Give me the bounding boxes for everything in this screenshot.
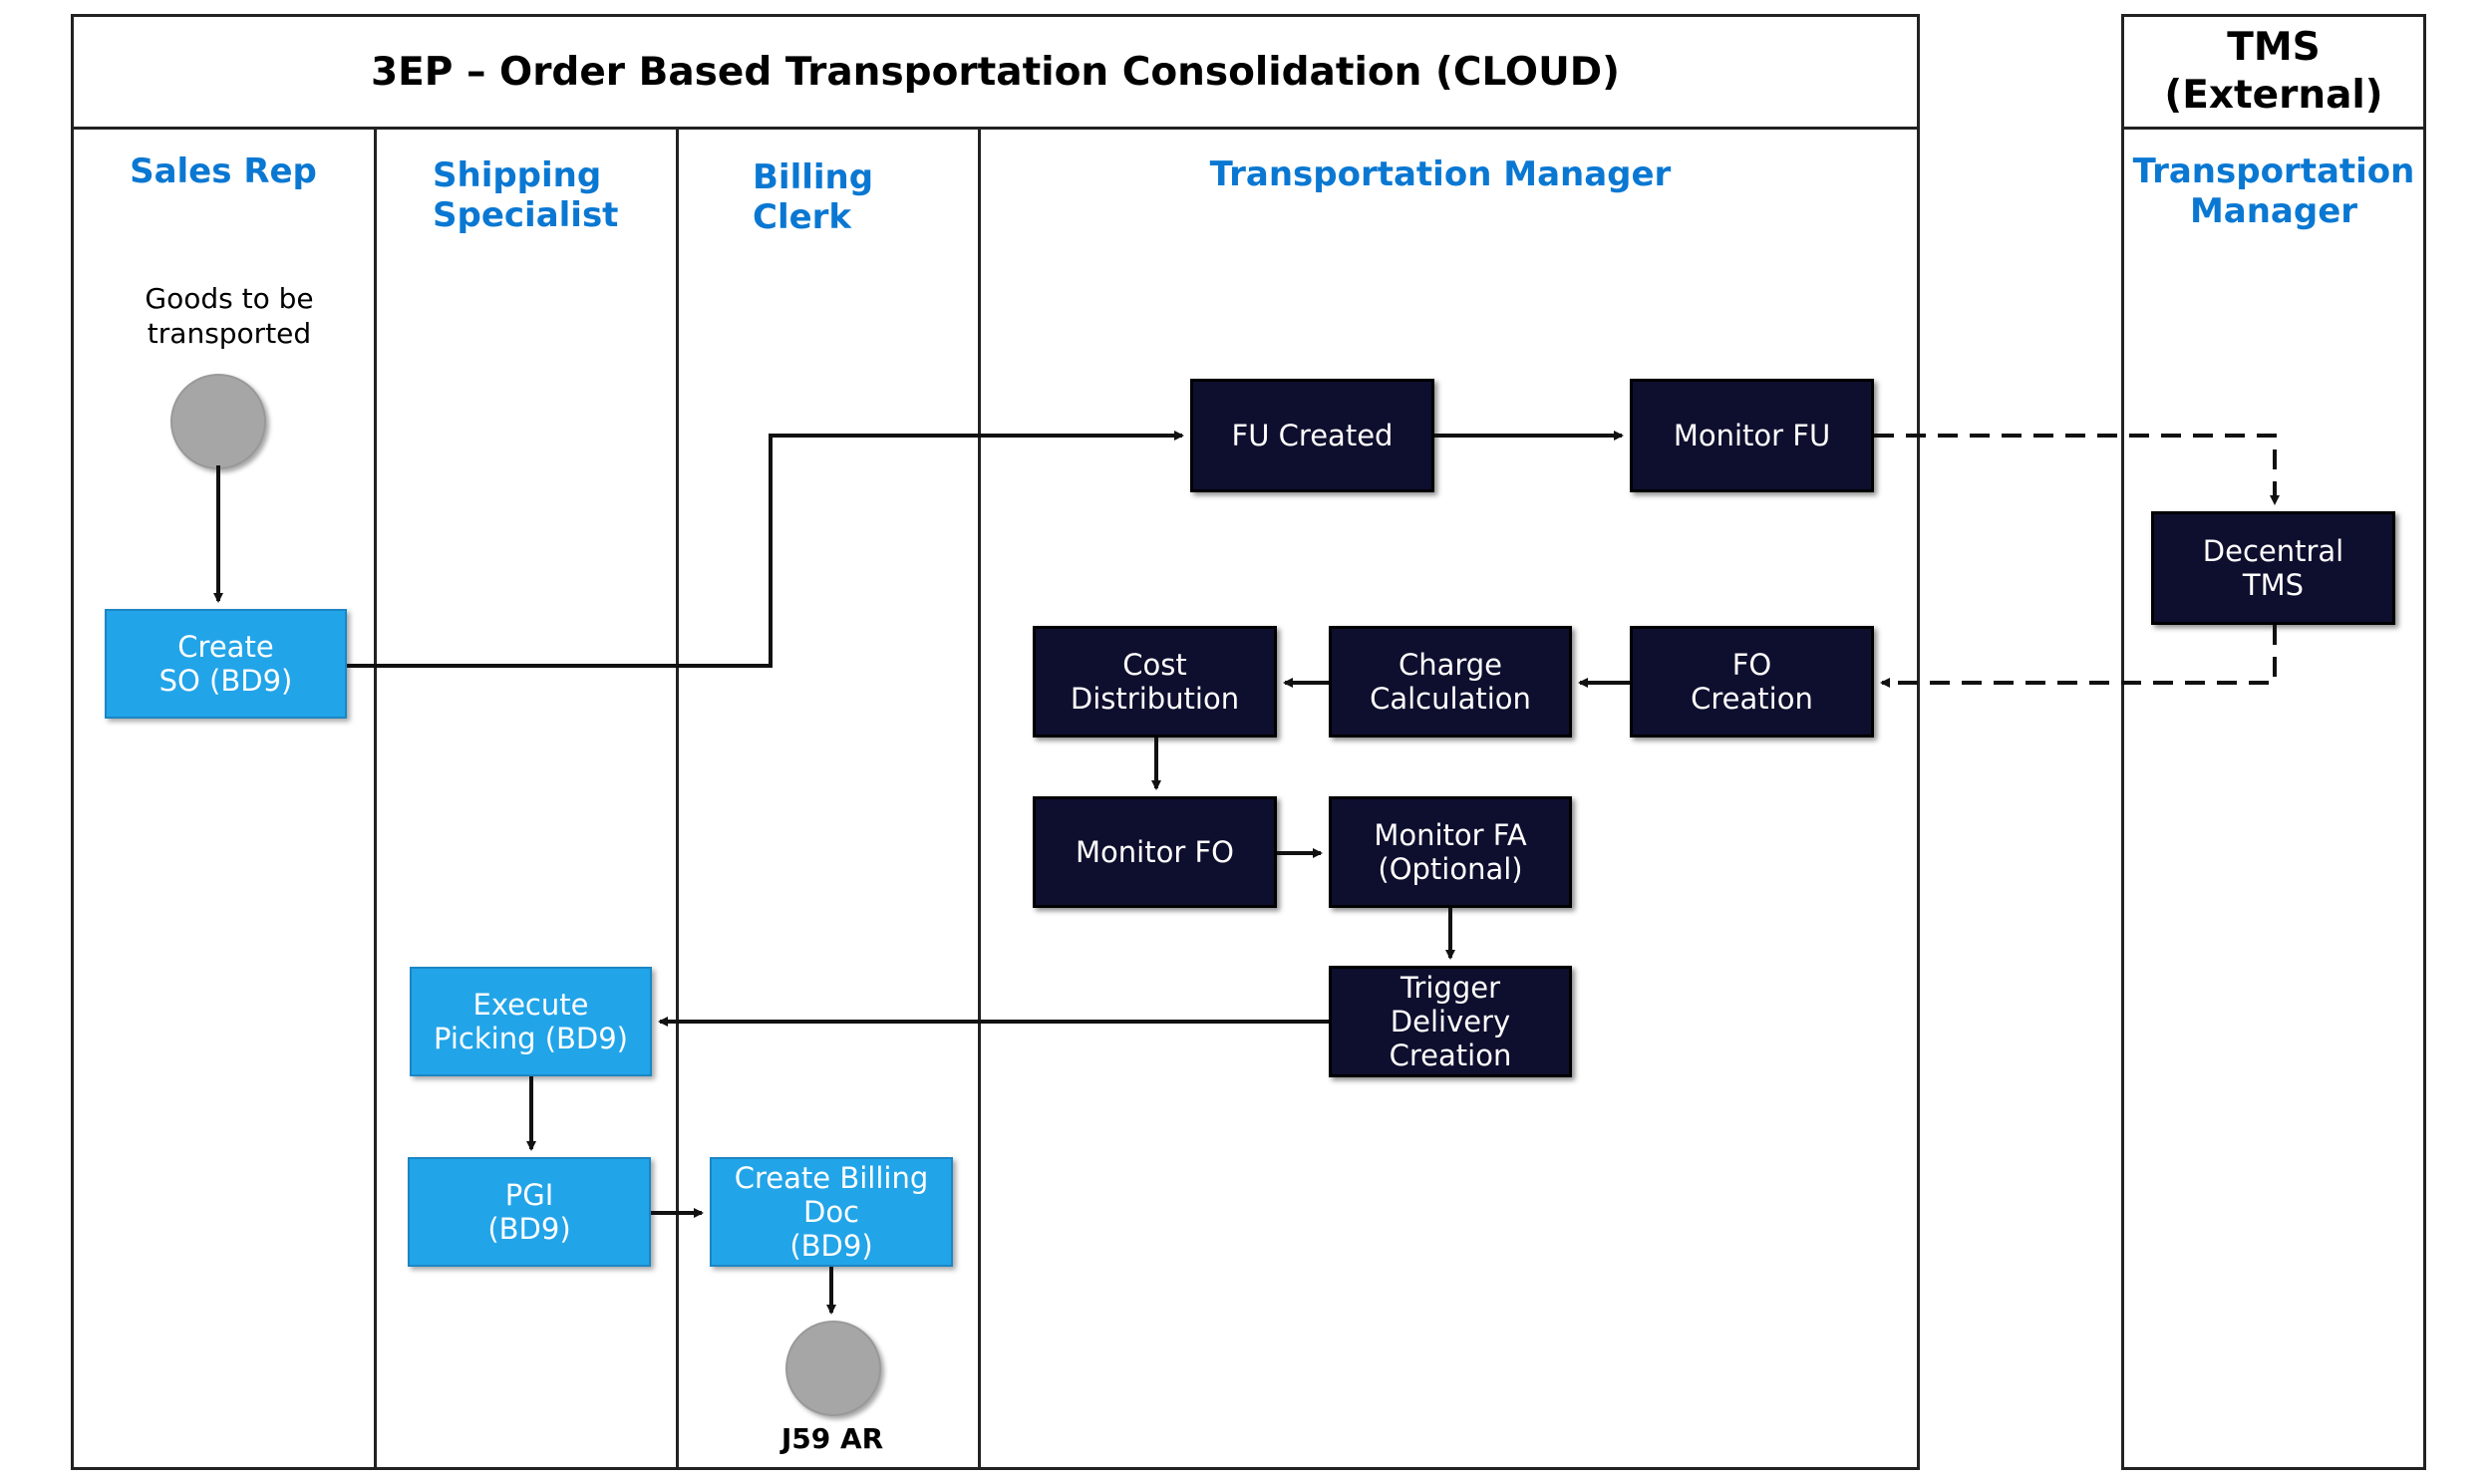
external-pool: TMS (External) <box>2121 14 2426 1470</box>
end-event-label: J59 AR <box>780 1422 884 1455</box>
edge-decentral-tms-to-fo-creation <box>1880 625 2277 688</box>
lane-separator-2 <box>676 127 679 1470</box>
start-event-label: Goods to be transported <box>145 282 314 350</box>
lane-separator-1 <box>374 127 377 1470</box>
step-decentral-tms: Decentral TMS <box>2151 511 2395 625</box>
step-monitor-fu: Monitor FU <box>1630 379 1874 492</box>
step-execute-picking: Execute Picking (BD9) <box>410 967 652 1076</box>
lane-label-billing-clerk: Billing Clerk <box>753 157 874 237</box>
lane-label-sales-rep: Sales Rep <box>130 151 317 191</box>
main-pool-title: 3EP – Order Based Transportation Consoli… <box>74 17 1917 130</box>
step-trigger-delivery-creation: Trigger Delivery Creation <box>1329 966 1572 1077</box>
step-fo-creation: FO Creation <box>1630 626 1874 738</box>
step-create-billing-doc: Create Billing Doc (BD9) <box>710 1157 953 1267</box>
step-pgi: PGI (BD9) <box>408 1157 651 1267</box>
edge-monitor-fu-to-decentral-tms <box>1874 434 2280 505</box>
step-monitor-fa: Monitor FA (Optional) <box>1329 796 1572 908</box>
start-event <box>170 374 266 469</box>
step-charge-calculation: Charge Calculation <box>1329 626 1572 738</box>
step-cost-distribution: Cost Distribution <box>1033 626 1277 738</box>
lane-label-external-transportation-manager: Transportation Manager <box>2132 151 2415 231</box>
lane-label-shipping-specialist: Shipping Specialist <box>433 155 619 235</box>
external-pool-title: TMS (External) <box>2124 17 2423 130</box>
lane-separator-3 <box>978 127 981 1470</box>
end-event <box>785 1321 881 1416</box>
step-monitor-fo: Monitor FO <box>1033 796 1277 908</box>
step-fu-created: FU Created <box>1190 379 1434 492</box>
lane-label-transportation-manager: Transportation Manager <box>1209 154 1672 194</box>
edge-create-so-to-fu-created <box>347 431 1184 668</box>
main-pool: 3EP – Order Based Transportation Consoli… <box>71 14 1920 1470</box>
step-create-so: Create SO (BD9) <box>105 609 347 719</box>
